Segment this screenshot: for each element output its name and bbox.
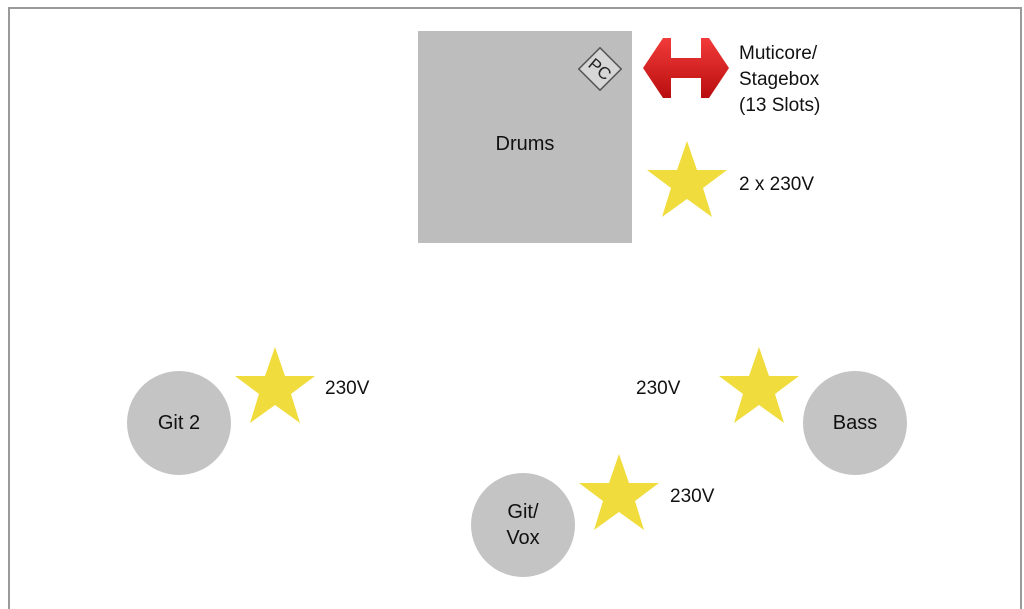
power-label-git2: 230V: [325, 378, 370, 399]
power-label-gitvox: 230V: [670, 486, 715, 507]
bass-label: Bass: [832, 412, 878, 434]
stage-area: [8, 7, 1022, 609]
stagebox-line1: Muticore/: [739, 43, 818, 64]
git2-label: Git 2: [157, 412, 201, 434]
drums-label: Drums: [495, 133, 555, 155]
power-star-bass-icon: [719, 347, 799, 423]
musician-git2: Git 2: [127, 371, 231, 475]
gitvox-line2: Vox: [506, 527, 540, 549]
power-star-git2-icon: [235, 347, 315, 423]
power-label-drums: 2 x 230V: [739, 174, 814, 195]
power-star-drums-icon: [647, 141, 727, 217]
stagebox-line2: Stagebox: [739, 69, 820, 90]
power-label-bass: 230V: [636, 378, 681, 399]
musician-bass: Bass: [803, 371, 907, 475]
musician-gitvox: Git/ Vox: [471, 473, 575, 577]
gitvox-line1: Git/: [507, 501, 539, 523]
pc-diamond: PC: [577, 46, 623, 92]
stagebox-line3: (13 Slots): [739, 95, 821, 116]
power-star-gitvox-icon: [579, 454, 659, 530]
double-arrow-icon: [643, 38, 729, 98]
stagebox-label: Muticore/ Stagebox (13 Slots): [739, 41, 820, 119]
